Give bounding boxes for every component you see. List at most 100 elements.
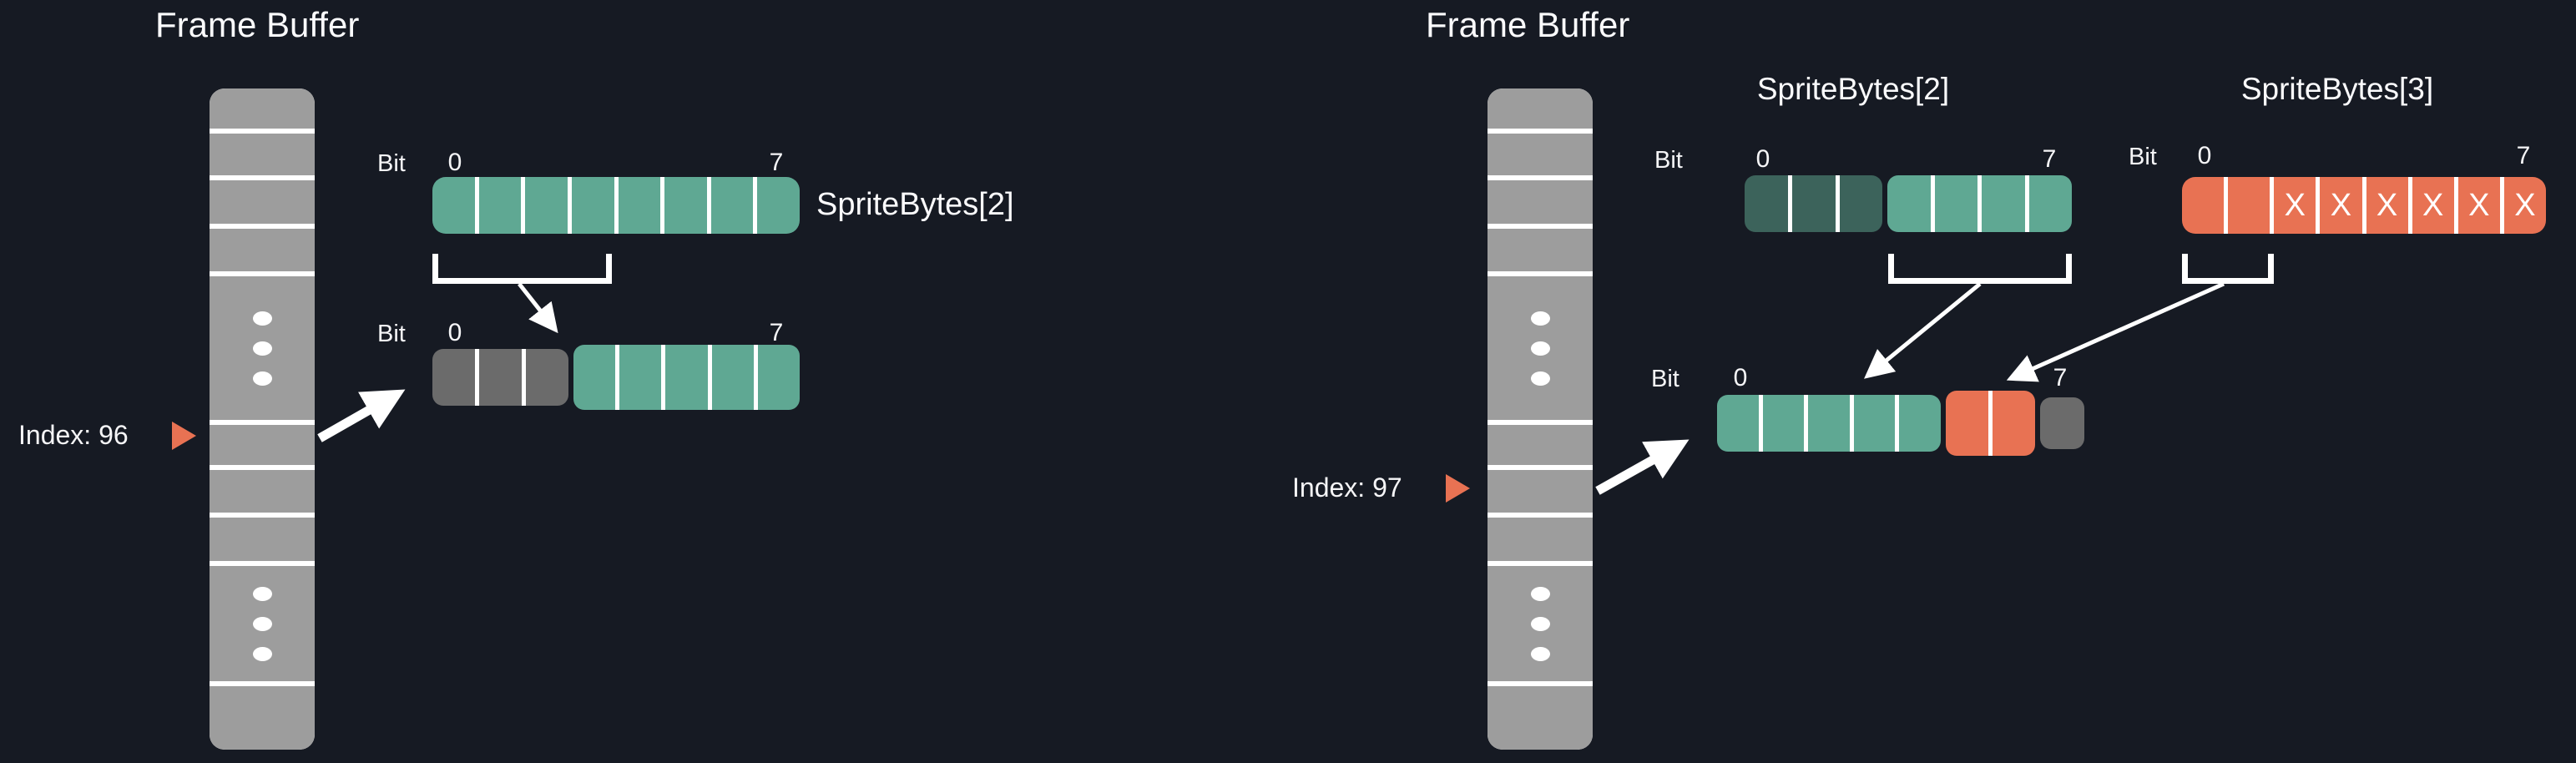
bit-cell	[753, 345, 800, 410]
bit-7-label: 7	[2042, 145, 2057, 173]
buffer-segment	[210, 88, 315, 129]
buffer-segment	[1488, 134, 1593, 175]
buffer-segment-ellipsis	[1488, 276, 1593, 420]
bit-cell	[2182, 177, 2225, 234]
bit-cell	[474, 349, 522, 406]
sprite-bytes-2-side-label: SpriteBytes[2]	[816, 187, 1014, 222]
bit-cell: X	[2361, 177, 2408, 234]
buffer-segment	[210, 134, 315, 175]
bit-label: Bit	[1651, 366, 1679, 392]
bit-cell	[1804, 395, 1850, 452]
bit-cell	[432, 349, 475, 406]
bit-cell	[1945, 391, 1988, 456]
bit-7-label: 7	[2053, 364, 2068, 392]
bit-range-bracket-left	[432, 254, 612, 284]
bit-0-label: 0	[1755, 145, 1770, 173]
frame-buffer-column-left	[210, 88, 315, 750]
index-pointer-triangle-icon	[172, 422, 196, 450]
bit-cell	[615, 345, 662, 410]
bit-cell: X	[2270, 177, 2316, 234]
bit-cell	[1930, 175, 1978, 232]
sprite-bytes-3-title: SpriteBytes[3]	[2240, 72, 2434, 106]
bit-cell	[2024, 175, 2072, 232]
bit-0-label: 0	[2197, 142, 2212, 169]
bit-cell	[432, 177, 475, 234]
bit-cell	[661, 345, 708, 410]
bit-cell	[707, 345, 754, 410]
index-97-label: Index: 97	[1292, 472, 1402, 503]
cell-group	[1887, 175, 2072, 232]
bit-cell	[753, 177, 800, 234]
frame-buffer-title-left: Frame Buffer	[155, 5, 360, 44]
bit-7-label: 7	[2516, 142, 2531, 169]
buffer-segment	[210, 180, 315, 224]
index-pointer-triangle-icon	[1446, 474, 1470, 503]
cell-group	[2039, 397, 2084, 449]
bit-cell	[2039, 397, 2084, 449]
buffer-segment	[210, 686, 315, 750]
bit-cell	[567, 177, 614, 234]
bit-cell	[1787, 175, 1836, 232]
bit-cell	[1887, 175, 1931, 232]
buffer-segment	[1488, 425, 1593, 465]
bit-0-label: 0	[447, 319, 462, 346]
bit-cell	[573, 345, 615, 410]
sprite-bytes-2-title: SpriteBytes[2]	[1756, 72, 1950, 106]
bit-0-label: 0	[447, 149, 462, 176]
bit-cell	[1849, 395, 1895, 452]
index-96-label: Index: 96	[18, 420, 129, 450]
bit-cell	[521, 349, 568, 406]
buffer-segment-index-97	[1488, 470, 1593, 513]
bit-cell: X	[2316, 177, 2362, 234]
bit-cell	[1835, 175, 1883, 232]
bit-cell	[1745, 175, 1788, 232]
frame-buffer-byte-97-bar	[1717, 391, 2084, 456]
bit-cell: X	[2407, 177, 2454, 234]
buffer-segment	[1488, 518, 1593, 561]
bit-range-bracket-sprite3	[2182, 254, 2274, 284]
bit-cell	[660, 177, 707, 234]
bit-7-label: 7	[769, 149, 784, 176]
sprite-bytes-2-bar-left	[432, 177, 800, 234]
bit-cell	[1717, 395, 1759, 452]
bit-cell	[474, 177, 522, 234]
buffer-segment	[210, 229, 315, 271]
bit-label: Bit	[1654, 147, 1683, 174]
cell-group	[432, 349, 568, 406]
bit-range-bracket-sprite2	[1888, 254, 2072, 284]
bit-cell	[1758, 395, 1804, 452]
bit-cell	[1988, 391, 2035, 456]
bit-label: Bit	[377, 321, 406, 347]
bit-cell	[614, 177, 661, 234]
buffer-segment	[1488, 686, 1593, 750]
bit-cell: X	[2453, 177, 2500, 234]
cell-group	[1745, 175, 1883, 232]
arrow-buffer-to-byte-right	[1595, 439, 1690, 495]
arrow-sprite3-to-byte97	[2006, 281, 2225, 382]
buffer-segment-ellipsis	[210, 566, 315, 681]
frame-buffer-byte-96-bar	[432, 345, 800, 410]
buffer-segment-index-96	[210, 425, 315, 465]
frame-buffer-column-right	[1488, 88, 1593, 750]
buffer-segment	[210, 518, 315, 561]
bit-cell: X	[2499, 177, 2546, 234]
frame-buffer-title-right: Frame Buffer	[1426, 5, 1630, 44]
bit-cell	[2224, 177, 2270, 234]
cell-group	[573, 345, 800, 410]
buffer-segment	[210, 470, 315, 513]
bit-7-label: 7	[769, 319, 784, 346]
bit-0-label: 0	[1733, 364, 1748, 392]
bit-cell	[1895, 395, 1941, 452]
bit-label: Bit	[2129, 144, 2157, 170]
ellipsis-dots-icon	[1530, 311, 1550, 386]
buffer-segment-ellipsis	[210, 276, 315, 420]
bit-cell	[706, 177, 754, 234]
cell-group	[432, 177, 800, 234]
bit-label: Bit	[377, 150, 406, 177]
ellipsis-dots-icon	[252, 311, 272, 386]
sprite-bytes-2-bar-right	[1745, 175, 2072, 232]
buffer-segment-ellipsis	[1488, 566, 1593, 681]
